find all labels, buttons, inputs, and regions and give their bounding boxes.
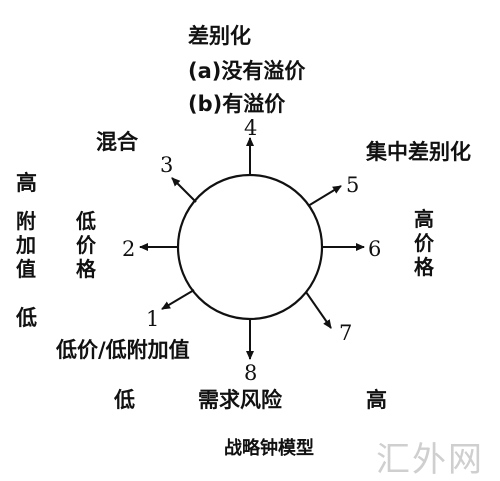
arrow-7 bbox=[305, 291, 332, 329]
low-price-low-value-label: 低价/低附加值 bbox=[56, 338, 190, 362]
left-axis-added-value: 附 加 值 bbox=[16, 209, 36, 281]
bottom-axis-low: 低 bbox=[114, 388, 135, 412]
left-axis-low-price: 低 价 格 bbox=[76, 209, 96, 281]
route-number-2: 2 bbox=[122, 237, 136, 261]
watermark-logo: 汇外网 bbox=[376, 440, 484, 480]
demand-risk-label: 需求风险 bbox=[198, 388, 282, 412]
route-number-5: 5 bbox=[346, 173, 360, 197]
right-axis-high-price: 高 价 格 bbox=[414, 207, 434, 279]
bottom-axis-high: 高 bbox=[366, 388, 387, 412]
arrow-1 bbox=[161, 289, 195, 310]
arrow-5 bbox=[307, 185, 342, 207]
left-axis-high: 高 bbox=[16, 171, 37, 195]
route-number-3: 3 bbox=[160, 153, 174, 177]
route-number-6: 6 bbox=[368, 237, 382, 261]
route-number-1: 1 bbox=[146, 307, 160, 331]
arrow-3 bbox=[171, 177, 197, 203]
route-number-4: 4 bbox=[244, 116, 258, 140]
differentiation-option-a: (a)没有溢价 bbox=[188, 59, 306, 83]
mixed-strategy-label: 混合 bbox=[96, 130, 138, 154]
clock-circle bbox=[176, 173, 324, 321]
differentiation-title: 差别化 bbox=[188, 24, 251, 48]
focused-differentiation-label: 集中差别化 bbox=[366, 140, 471, 164]
diagram-caption: 战略钟模型 bbox=[224, 438, 314, 459]
left-axis-low: 低 bbox=[16, 306, 37, 330]
route-number-8: 8 bbox=[244, 361, 258, 385]
differentiation-option-b: (b)有溢价 bbox=[188, 92, 286, 116]
route-number-7: 7 bbox=[339, 321, 353, 345]
